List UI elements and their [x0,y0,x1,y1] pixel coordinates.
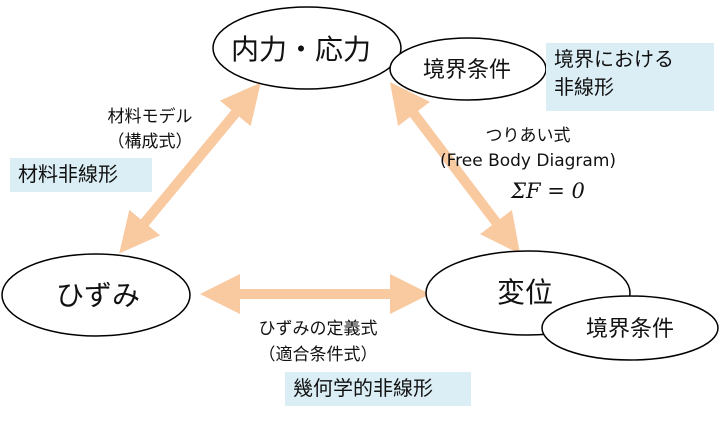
geometric-nonlinear-tag: 幾何学的非線形 [285,372,471,406]
equilibrium-label-line2: (Free Body Diagram) [440,151,616,171]
material-label-line2: （構成式） [108,132,193,152]
stress-boundary-label: 境界条件 [423,58,511,83]
compatibility-label-line1: ひずみの定義式 [259,319,378,339]
strain-node [1,253,191,337]
geometric-nonlinear-text: 幾何学的非線形 [293,376,433,400]
material-arrow [119,82,261,254]
equilibrium-label-line1: つりあい式 [486,126,571,146]
boundary-nonlinear-tag: 境界における 非線形 [546,43,714,111]
stress-node-label: 内力・応力 [231,33,371,66]
displacement-node-label: 変位 [497,276,553,309]
strain-node-label: ひずみ [56,279,140,312]
boundary-nonlinear-line1: 境界における [554,47,674,71]
compatibility-label-line2: （適合条件式） [259,345,378,365]
boundary-nonlinear-line2: 非線形 [554,75,614,99]
stress-node [212,6,402,90]
displacement-boundary-node [541,295,719,361]
equilibrium-arrow [389,82,521,254]
material-nonlinear-tag: 材料非線形 [10,158,152,192]
material-label-line1: 材料モデル [108,106,193,127]
equilibrium-equation: ΣF = 0 [510,179,585,203]
displacement-boundary-label: 境界条件 [586,317,674,342]
material-nonlinear-text: 材料非線形 [18,162,118,186]
